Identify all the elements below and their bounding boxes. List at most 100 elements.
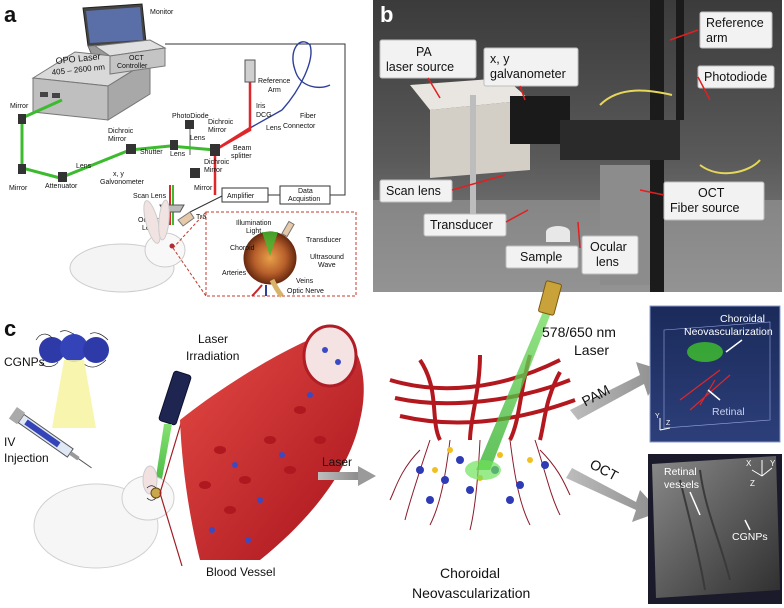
b-pointer-arrows [427,29,711,249]
connector-label: Connector [283,123,316,130]
oct-controller-label-1: OCT [129,55,145,62]
scan-lens-label: Scan Lens [133,193,167,200]
oct-controller-label-2: Controller [117,63,148,70]
dichroic-top-label-2: Mirror [208,127,227,134]
pam-axis-y: Y [655,413,660,420]
iris-label: Iris [256,103,266,110]
panel-label-b: b [380,2,393,27]
mirror-label-3: Mirror [194,185,213,192]
wavelength-label-1: 578/650 nm [542,324,616,340]
laser-beam-c [154,424,172,490]
iv-label-1: IV [4,435,15,449]
beam-splitter-label-2: splitter [231,153,252,160]
reference-arm-probe [244,59,256,83]
mirror-label-2: Mirror [9,185,28,192]
choroid-label: Choroid [230,245,255,252]
cnv-particles [416,456,549,504]
oct-cgnps-label: CGNPs [732,531,768,543]
oct-controller-box [93,39,167,75]
wavelength-label-2: Laser [574,342,609,358]
blood-vessel-label: Blood Vessel [206,565,275,579]
b-scan-lens-label: Scan lens [386,184,441,198]
laser-pointer [158,370,192,426]
rabbit-c [33,465,175,569]
dichroic-top-label-1: Dichroic [208,119,234,126]
dichroic-left-label-2: Mirror [108,136,127,143]
opo-label-1: OPO Laser [55,51,101,66]
pam-retinal-label: Retinal [712,406,745,418]
oct-axis-x: X [746,459,752,468]
b-ref-label-2: arm [706,31,728,45]
fiber-label: Fiber [300,113,317,120]
fiber-line [249,109,283,129]
oct-image: Retinal vessels CGNPs X Y Z [648,454,782,604]
lens-label-left: Lens [76,163,92,170]
attenuator-label: Attenuator [45,183,78,190]
dichroic-left-label-1: Dichroic [108,128,134,135]
pam-arrow [570,362,662,420]
panel-b: b PA laser source x, y galvanometer Refe… [373,0,782,292]
b-transducer-label: Transducer [430,218,493,232]
pam-axis-z: Z [666,420,671,427]
b-oct-label-2: Fiber source [670,201,740,215]
red-oct-path [213,65,252,195]
fiber-loop [281,41,331,111]
beam-splitter-label-1: Beam [233,145,251,152]
laser-arrow-label: Laser [322,455,352,469]
laser-irr-label-2: Irradiation [186,349,239,363]
oct-retinal-label-2: vessels [664,479,699,491]
b-pa-label-1: PA [416,45,432,59]
galvo-label-1: x, y [113,171,124,178]
illumination-label-2: Light [246,228,261,235]
daq-box [279,185,331,205]
panel-label-c: c [4,316,16,341]
cnv-capillaries [389,439,571,531]
ultrasound-label-1: Ultrasound [310,254,344,261]
panel-label-a: a [4,2,17,27]
iv-label-2: Injection [4,451,49,465]
b-oct-label-1: OCT [698,186,725,200]
b-sample-label: Sample [520,250,562,264]
optic-nerve-label: Optic Nerve [287,288,324,295]
oct-axis-z: Z [750,479,755,488]
cgnp-cluster [35,330,109,368]
b-pa-label-2: laser source [386,60,454,74]
lens-label-mid: Lens [190,135,206,142]
opo-laser-box [31,51,152,121]
b-photodiode-label: Photodiode [704,70,767,84]
lens-label-right: Lens [170,151,186,158]
transducer-inset-label: Transducer [306,237,342,244]
cnv-label-1: Choroidal [440,565,500,581]
cgnps-label: CGNPs [4,355,45,369]
pam-cnv-label-1: Choroidal [720,313,765,325]
panel-a: a Monitor OPO Laser 405 – 2600 nm OCT Co… [4,2,357,298]
mirror-label-1: Mirror [10,103,29,110]
ref-arm-label-2: Arm [268,87,281,94]
dcg-label: DCG [256,112,272,119]
laser-fiber-tip [538,280,562,316]
photodiode-label: PhotoDiode [172,113,209,120]
syringe [8,407,92,469]
cnv-label-2: Neovascularization [412,585,530,601]
shutter-label: Shutter [140,149,163,156]
dichroic-bottom-label-2: Mirror [204,167,223,174]
optics-elements [18,114,220,182]
ultrasound-label-2: Wave [318,262,336,269]
b-ref-label-1: Reference [706,16,764,30]
b-galvo-label-1: x, y [490,52,510,66]
lens-label-ref: Lens [266,125,282,132]
b-ocular-label-1: Ocular [590,240,627,254]
oct-axis-y: Y [770,459,776,468]
pam-cnv-label-2: Neovascularization [684,326,773,338]
controller-wire [165,43,346,196]
cgnp-beam [52,360,96,428]
b-galvo-label-2: galvanometer [490,67,566,81]
arteries-label: Arteries [222,270,247,277]
laser-irr-label-1: Laser [198,332,228,346]
pam-image: Choroidal Neovascularization Retinal Y Z [649,305,781,443]
monitor-label: Monitor [150,9,174,16]
transducer-a [177,211,195,227]
rabbit-a [69,199,186,293]
daq-label-2: Acquistion [288,196,320,203]
